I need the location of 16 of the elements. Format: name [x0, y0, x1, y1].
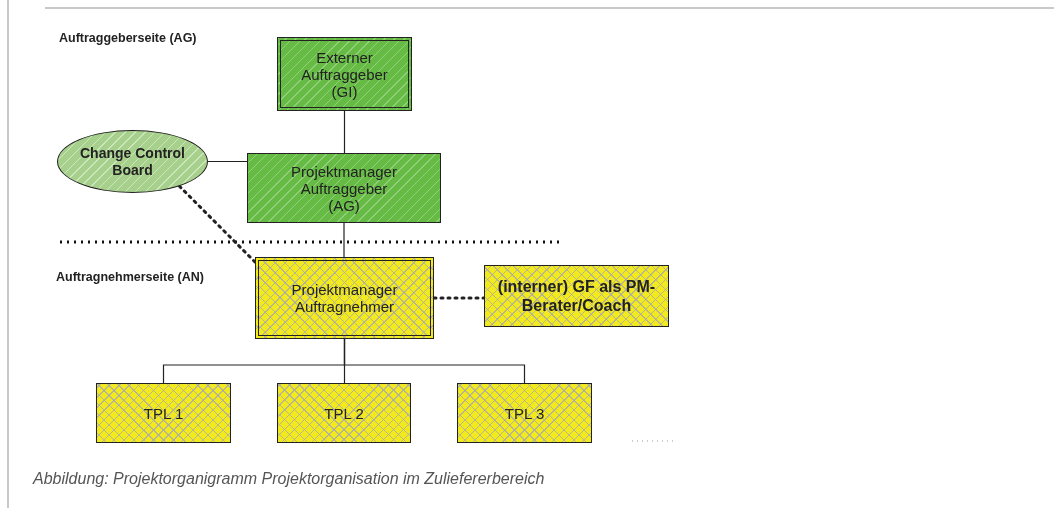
side-label: Auftraggeberseite (AG) [59, 31, 197, 45]
connector-line [343, 110, 346, 154]
side-label: Auftragnehmerseite (AN) [56, 270, 204, 284]
team-lead-box: TPL 1 [96, 383, 231, 443]
connector-line [207, 160, 248, 163]
manager-box: Projektmanager Auftraggeber (AG) [247, 153, 441, 223]
connector-line [343, 222, 345, 258]
board-ellipse: Change Control Board [57, 130, 208, 193]
manager-box: Externer Auftraggeber (GI) [277, 37, 412, 111]
figure-caption: Abbildung: Projektorganigramm Projektorganisation im Zuliefererbereich [33, 470, 545, 488]
dotted-connector [177, 184, 257, 264]
manager-box: Projektmanager Auftragnehmer [255, 257, 434, 339]
connector-line [343, 338, 526, 384]
team-lead-box: TPL 2 [277, 383, 411, 443]
advisor-box: (interner) GF als PM-Berater/Coach [484, 265, 669, 327]
team-lead-box: TPL 3 [457, 383, 592, 443]
